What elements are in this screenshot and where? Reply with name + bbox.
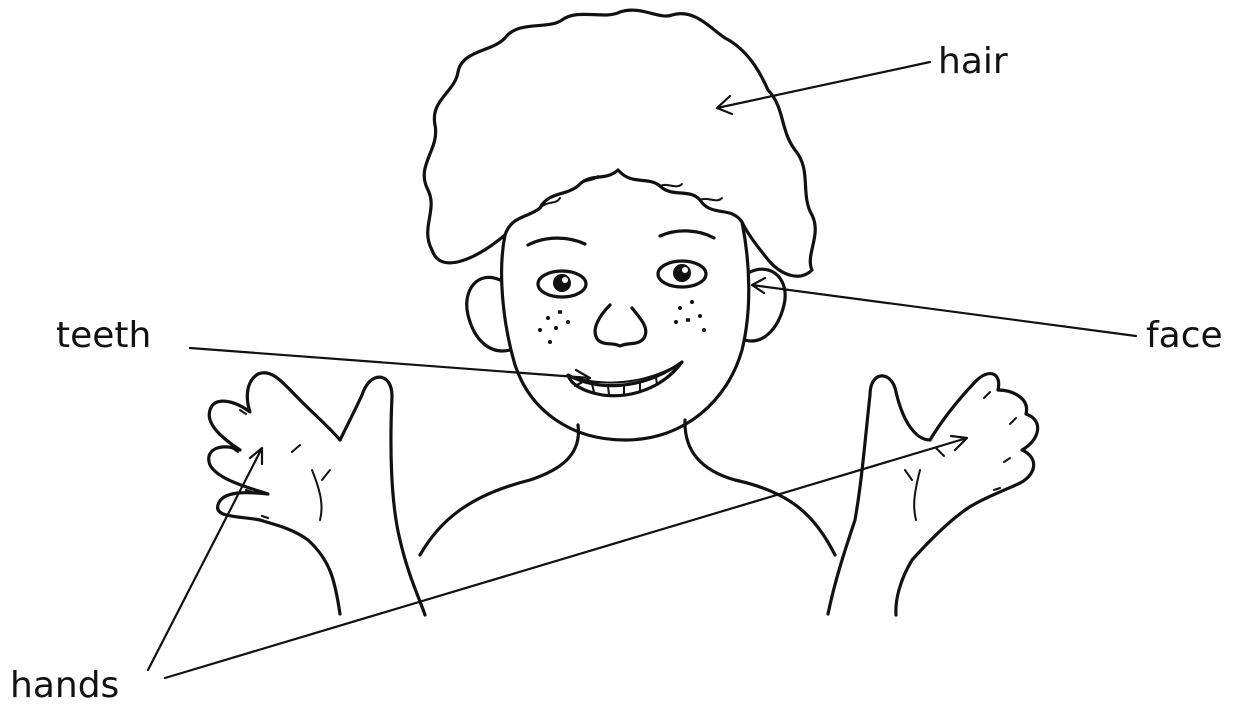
left-pupil	[553, 274, 571, 292]
hair-arrow	[717, 62, 930, 114]
right-hand	[828, 374, 1038, 615]
hair-outline	[424, 10, 815, 276]
neck-left	[420, 425, 578, 555]
neck-right	[685, 420, 835, 555]
right-hand-creases	[905, 392, 1016, 520]
right-ear	[745, 269, 785, 341]
right-eyebrow	[660, 231, 714, 238]
left-hand-creases	[232, 410, 330, 520]
right-eye-shine	[682, 267, 688, 273]
left-eye-shine	[562, 277, 568, 283]
face-label: face	[1146, 318, 1223, 354]
left-hand	[209, 373, 425, 615]
left-eyebrow	[528, 238, 585, 245]
face-arrow	[752, 278, 1136, 336]
hands-arrow-left	[148, 448, 262, 670]
freckles	[538, 300, 706, 344]
teeth-label: teeth	[56, 318, 151, 354]
hands-arrow-right	[165, 436, 967, 678]
hands-label: hands	[10, 668, 119, 704]
right-pupil	[673, 264, 691, 282]
hair-label: hair	[938, 44, 1008, 80]
nose	[595, 305, 646, 346]
